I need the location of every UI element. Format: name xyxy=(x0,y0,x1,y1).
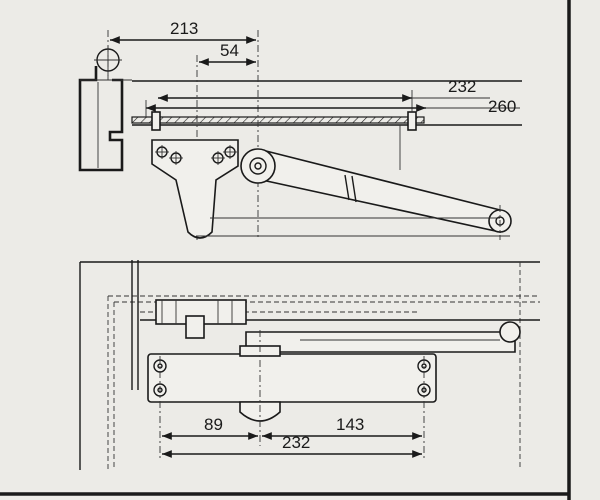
dimension-213-label: 213 xyxy=(170,19,198,38)
closer-body xyxy=(147,345,437,422)
dimension-232-bottom-label: 232 xyxy=(282,433,310,452)
bracket-screw-2 xyxy=(169,151,183,165)
bracket-screw-3 xyxy=(211,151,225,165)
dimension-54-label: 54 xyxy=(220,41,239,60)
closer-arm xyxy=(240,148,512,233)
top-view: 213 54 232 260 xyxy=(78,19,522,240)
front-arm xyxy=(245,321,521,353)
dimension-232-top: 232 xyxy=(158,77,490,112)
dimension-143: 143 xyxy=(262,415,422,440)
dimension-54: 54 xyxy=(199,41,256,66)
front-view: 89 143 232 xyxy=(79,260,540,470)
mounting-bracket xyxy=(151,139,239,239)
bracket-screw-4 xyxy=(223,145,237,159)
front-bracket xyxy=(155,299,247,339)
dimension-143-label: 143 xyxy=(336,415,364,434)
arm-pivot xyxy=(240,148,276,184)
dimension-260: 260 xyxy=(145,97,520,118)
dimension-260-label: 260 xyxy=(488,97,516,116)
dimension-232-top-label: 232 xyxy=(448,77,476,96)
front-arm-pivot xyxy=(499,321,521,343)
dimension-232-bottom: 232 xyxy=(162,433,422,458)
frame-outline xyxy=(79,260,540,470)
bracket-screw-1 xyxy=(155,145,169,159)
dimension-89: 89 xyxy=(162,415,258,440)
dimension-213: 213 xyxy=(110,19,256,44)
page-frame xyxy=(0,0,571,500)
dimension-89-label: 89 xyxy=(204,415,223,434)
door-frame-profile xyxy=(78,66,132,172)
